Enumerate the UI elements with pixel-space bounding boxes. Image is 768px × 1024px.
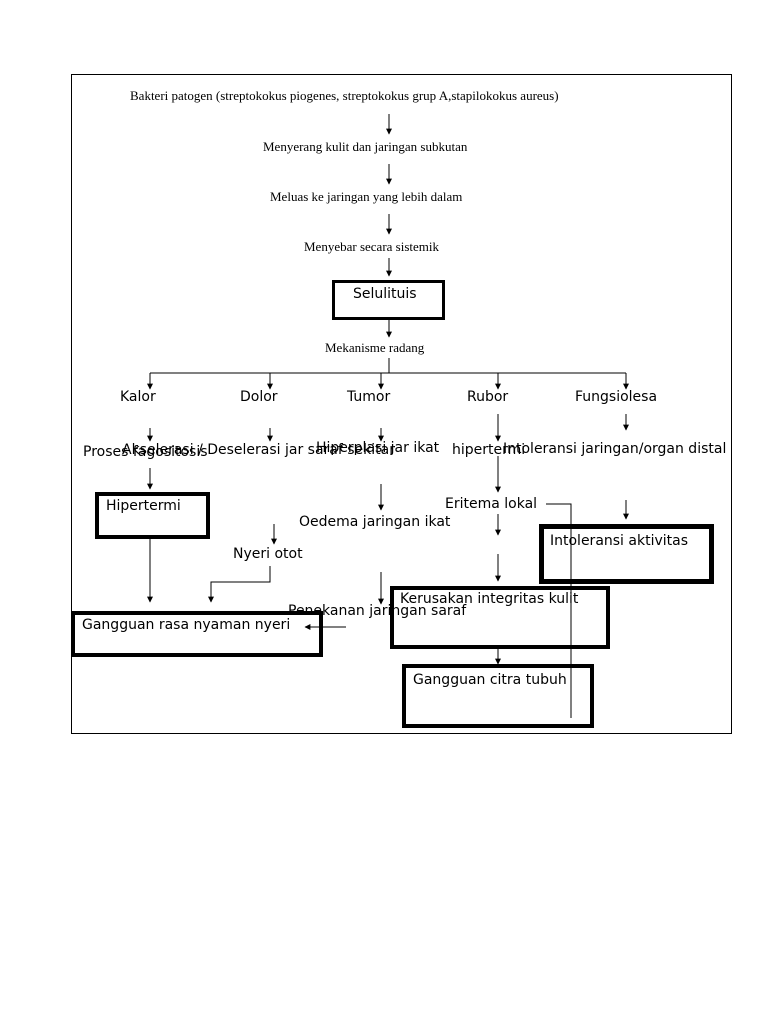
node-penekanan: Penekanan jaringan saraf xyxy=(288,603,467,619)
step-menyebar: Menyebar secara sistemik xyxy=(304,239,440,254)
gangguan-nyeri-box xyxy=(71,611,323,657)
branch-dolor: Dolor xyxy=(240,389,278,405)
diagram-frame xyxy=(71,74,732,734)
branch-kalor: Kalor xyxy=(120,389,156,405)
mechanism-label: Mekanisme radang xyxy=(325,340,425,355)
step-menyerang: Menyerang kulit dan jaringan subkutan xyxy=(263,139,468,154)
node-proses-fagositosis: Proses fagositosis xyxy=(83,444,208,460)
intoleransi-aktivitas-box xyxy=(539,524,714,584)
kerusakan-box xyxy=(390,586,610,649)
step-meluas: Meluas ke jaringan yang lebih dalam xyxy=(270,189,463,204)
node-hiperplasi: Hiperplasi jar ikat xyxy=(316,440,440,456)
gangguan-citra-label: Gangguan citra tubuh xyxy=(413,672,567,688)
branch-rubor: Rubor xyxy=(467,389,509,405)
source-text: Bakteri patogen (streptokokus piogenes, … xyxy=(130,88,559,103)
branch-fungsiolesa: Fungsiolesa xyxy=(575,389,658,405)
intoleransi-aktivitas-label: Intoleransi aktivitas xyxy=(550,533,689,549)
hipertermi-label: Hipertermi xyxy=(106,498,181,514)
node-oedema: Oedema jaringan ikat xyxy=(299,514,451,530)
node-akselerasi: Akselerasi / Deselerasi jar saraf sekita… xyxy=(122,442,395,458)
node-intoleransi-distal: Intoleransi jaringan/organ distal xyxy=(503,441,727,457)
kerusakan-label: Kerusakan integritas kulit xyxy=(400,591,579,607)
selulitis-box xyxy=(332,280,445,320)
node-hipertermi-text: hipertermi xyxy=(452,442,526,458)
node-nyeri-otot: Nyeri otot xyxy=(233,546,303,562)
node-eritema: Eritema lokal xyxy=(445,496,538,512)
gangguan-citra-box xyxy=(402,664,594,728)
gangguan-nyeri-label: Gangguan rasa nyaman nyeri xyxy=(82,617,291,633)
selulitis-label: Selulituis xyxy=(353,286,417,302)
branch-tumor: Tumor xyxy=(347,389,391,405)
hipertermi-box xyxy=(95,492,210,539)
